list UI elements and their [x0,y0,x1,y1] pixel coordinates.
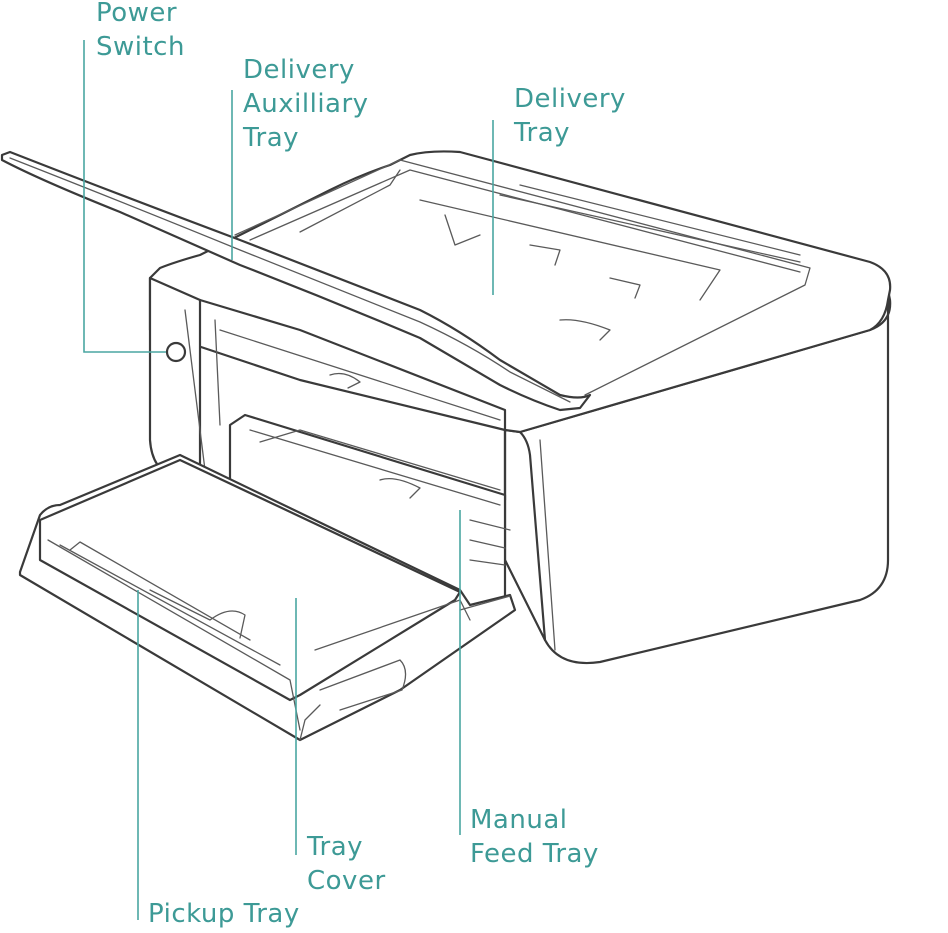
delivery-auxiliary-tray-label-line-1: Delivery [243,55,355,85]
delivery-tray-label-line-2: Tray [514,118,571,148]
power-switch-label: Power Switch [96,0,185,64]
power-switch-label-line-2: Switch [96,32,185,62]
delivery-auxiliary-tray [0,150,592,412]
manual-feed-tray-label-line-1: Manual [470,805,568,835]
delivery-auxiliary-tray-label: Delivery Auxilliary Tray [243,53,369,155]
delivery-tray-label: Delivery Tray [514,82,626,150]
pickup-tray-label: Pickup Tray [148,897,300,931]
pickup-tray-label-line-1: Pickup Tray [148,899,300,929]
pickup-tray [18,453,517,742]
leader-power-switch [83,40,166,353]
delivery-tray-label-line-1: Delivery [514,84,626,114]
printer-body [148,150,892,665]
tray-cover-label-line-1: Tray [307,832,364,862]
power-switch-label-line-1: Power [96,0,178,28]
delivery-auxiliary-tray-label-line-3: Tray [243,123,300,153]
leader-lines [83,40,494,920]
tray-cover-label-line-2: Cover [307,866,386,896]
manual-feed-tray-label: Manual Feed Tray [470,803,599,871]
tray-cover-label: Tray Cover [307,830,386,898]
delivery-auxiliary-tray-label-line-2: Auxilliary [243,89,369,119]
manual-feed-tray-label-line-2: Feed Tray [470,839,599,869]
